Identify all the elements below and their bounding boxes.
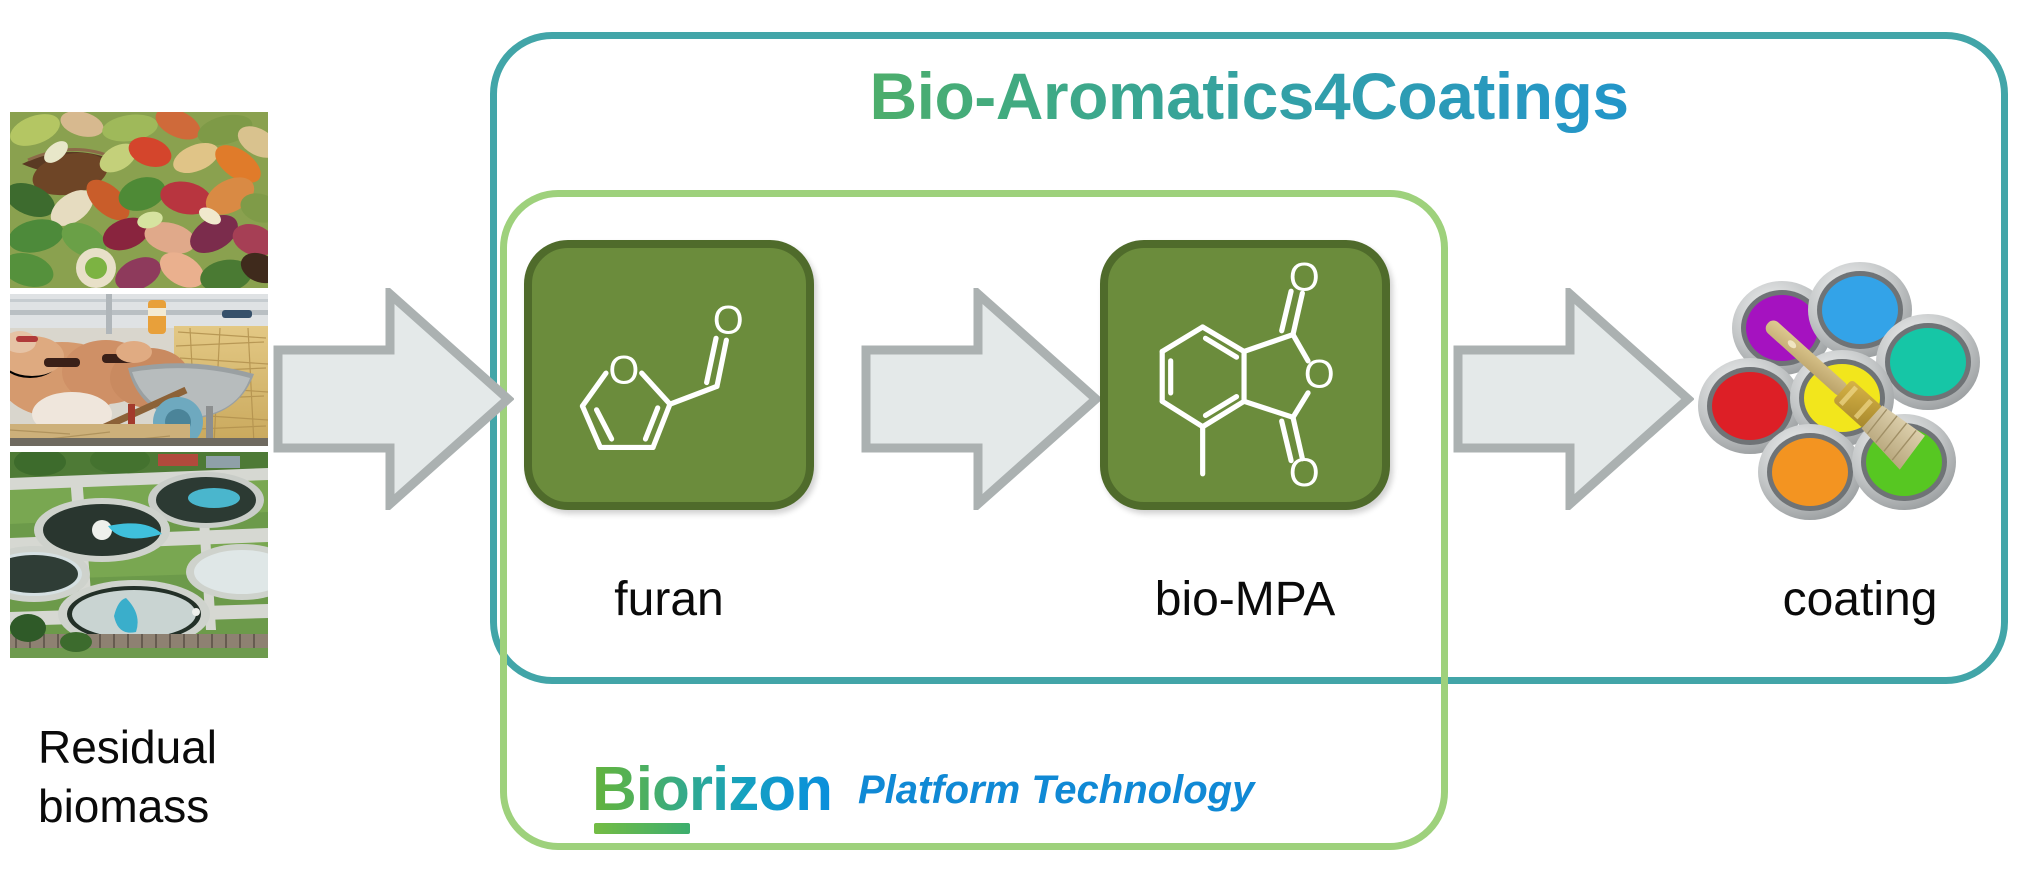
wastewater-treatment-photo <box>10 452 268 658</box>
coating-label: coating <box>1782 573 1938 626</box>
biorizon-logo: Biorizon <box>592 759 833 834</box>
bio-aromatics4coatings-frame <box>490 32 2008 684</box>
molecule-card-bio-mpa: O O O <box>1100 240 1390 510</box>
food-waste-photo <box>10 112 268 288</box>
molecule-label-furan: furan <box>614 573 724 626</box>
biorizon-wordmark: Biorizon <box>592 755 833 824</box>
arrow-bio-mpa-to-coating <box>1452 283 1695 515</box>
furan-ring-oxygen-atom: O <box>608 349 639 393</box>
paintbrush <box>1765 320 1925 470</box>
arrow-biomass-to-furan <box>272 283 515 515</box>
biorizon-underline-bar <box>594 823 690 834</box>
cattle-straw-photo <box>10 294 268 446</box>
biorizon-platform-frame <box>500 190 1448 850</box>
molecule-card-furan: O O <box>524 240 814 510</box>
paint-can-teal <box>1876 314 1980 410</box>
paint-can-red <box>1698 358 1802 454</box>
bio-mpa-ring-oxygen-atom: O <box>1304 352 1335 396</box>
residual-biomass-label-line1: Residual <box>38 721 217 773</box>
residual-biomass-photo-stack <box>10 112 268 658</box>
biorizon-branding: Biorizon Platform Technology <box>592 740 1254 840</box>
furfural-structure: O O <box>579 299 744 451</box>
residual-biomass-label-line2: biomass <box>38 779 210 832</box>
bio-mpa-top-carbonyl-oxygen-atom: O <box>1289 255 1320 299</box>
arrow-furan-to-bio-mpa <box>860 283 1103 515</box>
molecule-label-bio-mpa: bio-MPA <box>1154 573 1336 626</box>
bio-mpa-bottom-carbonyl-oxygen-atom: O <box>1289 451 1320 495</box>
residual-biomass-label: Residual biomass <box>38 718 308 836</box>
paint-cans-photo <box>1692 240 2002 530</box>
platform-technology-tagline: Platform Technology <box>857 768 1255 812</box>
paint-can-orange <box>1758 424 1862 520</box>
furan-carbonyl-oxygen-atom: O <box>713 299 744 343</box>
methylphthalic-anhydride-structure: O O O <box>1159 255 1335 495</box>
page-title: Bio-Aromatics4Coatings <box>490 58 2008 134</box>
